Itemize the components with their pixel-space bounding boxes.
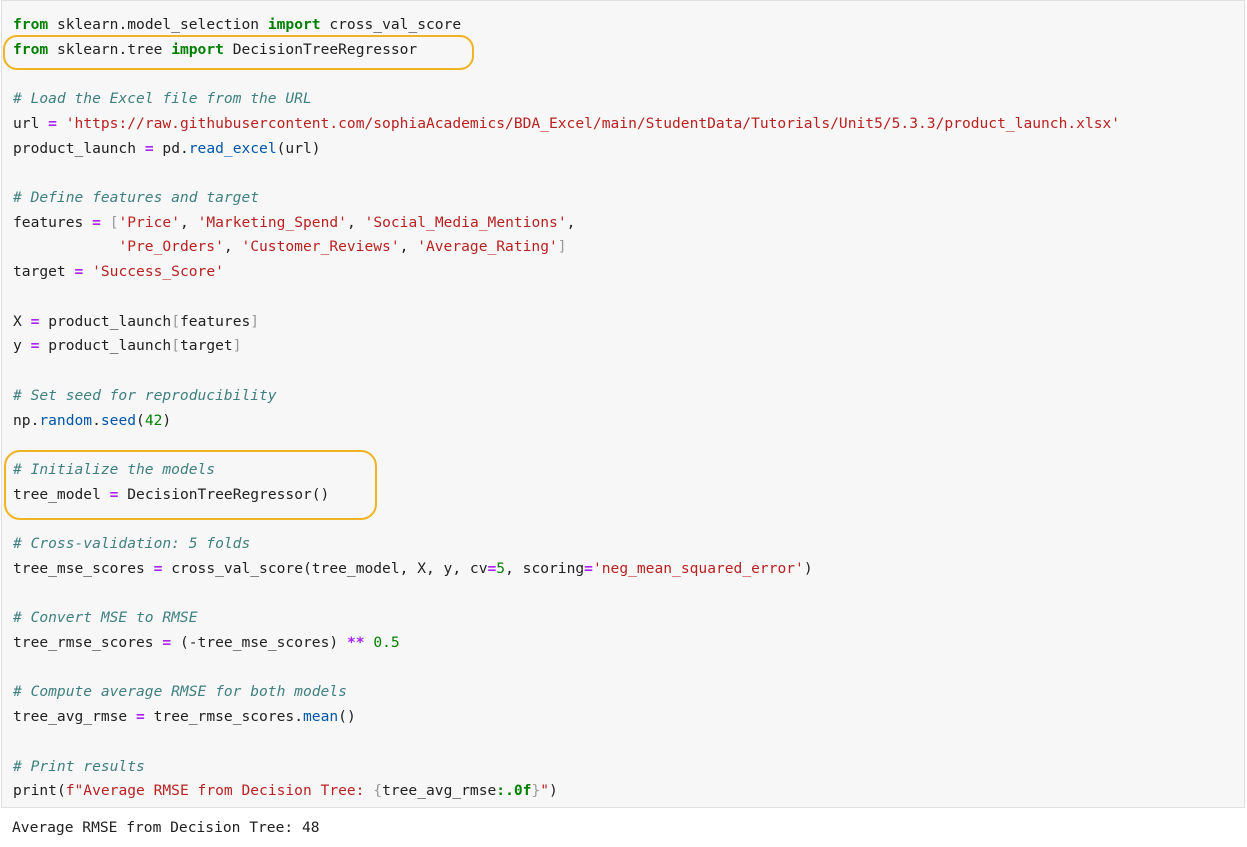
code-line-5: url = 'https://raw.githubusercontent.com…	[13, 114, 1121, 132]
code-line-14: y = product_launch[target]	[13, 337, 242, 355]
code-line-1: from sklearn.model_selection import cros…	[13, 16, 462, 33]
code-line-11: target = 'Success_Score'	[13, 263, 224, 281]
code-line-26: tree_rmse_scores = (-tree_mse_scores) **…	[13, 633, 400, 651]
code-line-9: features = ['Price', 'Marketing_Spend', …	[13, 213, 576, 231]
code-line-19: # Initialize the models	[13, 460, 216, 478]
code-cell[interactable]: from sklearn.model_selection import cros…	[1, 0, 1245, 808]
code-line-32: print(f"Average RMSE from Decision Tree:…	[13, 782, 558, 800]
code-line-27	[13, 656, 1120, 681]
code-line-2: from sklearn.tree import DecisionTreeReg…	[13, 40, 418, 58]
code-line-23: tree_mse_scores = cross_val_score(tree_m…	[13, 559, 813, 577]
code-editor[interactable]: from sklearn.model_selection import cros…	[13, 13, 1120, 804]
code-line-6: product_launch = pd.read_excel(url)	[13, 139, 321, 157]
code-line-22: # Cross-validation: 5 folds	[13, 535, 251, 553]
code-line-7	[13, 161, 1120, 186]
code-line-21	[13, 507, 1120, 532]
code-line-15	[13, 359, 1120, 384]
code-line-25: # Convert MSE to RMSE	[13, 609, 198, 627]
code-line-18	[13, 433, 1120, 458]
code-line-4: # Load the Excel file from the URL	[13, 90, 312, 108]
code-line-20: tree_model = DecisionTreeRegressor()	[13, 485, 330, 503]
code-line-28: # Compute average RMSE for both models	[13, 683, 347, 701]
code-line-16: # Set seed for reproducibility	[13, 386, 277, 404]
code-line-12	[13, 285, 1120, 310]
code-line-29: tree_avg_rmse = tree_rmse_scores.mean()	[13, 708, 356, 726]
code-line-13: X = product_launch[features]	[13, 312, 260, 330]
code-line-8: # Define features and target	[13, 189, 260, 207]
code-line-30	[13, 730, 1120, 755]
code-line-3	[13, 62, 1120, 87]
code-line-17: np.random.seed(42)	[13, 411, 172, 429]
code-line-24	[13, 582, 1120, 607]
cell-output: Average RMSE from Decision Tree: 48	[12, 819, 320, 836]
code-line-31: # Print results	[13, 757, 145, 775]
code-line-10: 'Pre_Orders', 'Customer_Reviews', 'Avera…	[118, 238, 567, 256]
